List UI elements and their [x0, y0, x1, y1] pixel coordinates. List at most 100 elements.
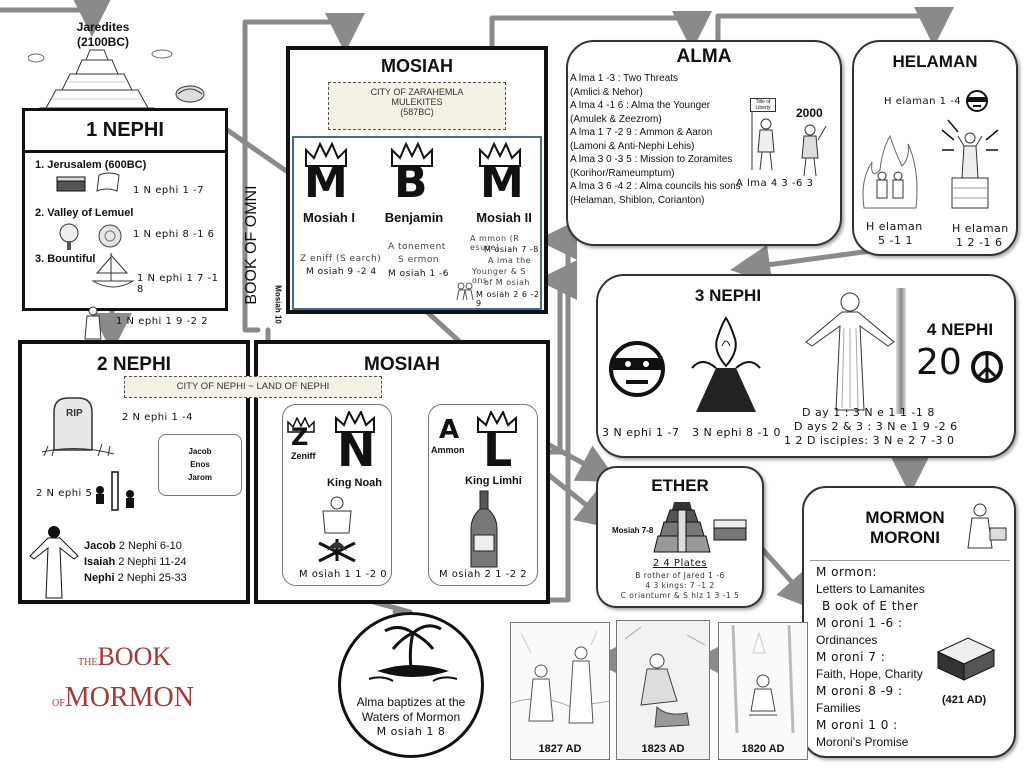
jaredites-title: Jaredites: [58, 20, 148, 34]
mormon-line-5: Ordinances: [816, 632, 925, 649]
waters-line-1: Alma baptizes at the: [341, 695, 481, 709]
scene-1823-date: 1823 AD: [617, 743, 709, 755]
nephi-figure-icon: [82, 306, 104, 340]
cumorah-plates-icon: [617, 621, 710, 733]
helaman-title: HELAMAN: [854, 52, 1016, 72]
mormon-line-11: Moroni’s Promise: [816, 734, 925, 751]
nephi1-item-3-ref: 1 N ephi 1 7 -1 8: [137, 273, 225, 295]
limhi-letter: L: [483, 427, 512, 473]
mormon-line-10: M oroni 1 0 :: [816, 717, 925, 734]
scene-1823: 1823 AD: [616, 620, 710, 760]
alma-line-2: (Amlici & Nehor): [570, 86, 750, 100]
king-2-name: Benjamin: [374, 210, 454, 225]
wine-bottle-icon: [469, 489, 499, 569]
helaman-left-ref-1: H elaman: [866, 220, 923, 233]
nephi2-list-ref-3: 2 Nephi 25-33: [118, 572, 187, 584]
nephi2-list-name-2: Isaiah: [84, 556, 115, 568]
alma-line-10: (Helaman, Shiblon, Corianton): [570, 194, 750, 208]
king-3-note-5: of M osiah: [484, 278, 530, 287]
zarahemla-line-2: MULEKITES: [329, 97, 505, 107]
mormon-title-1: MORMON: [850, 508, 960, 528]
stripling-warrior-icon: [792, 122, 828, 178]
mormon-divider: [810, 560, 1010, 561]
helaman-right-ref-1: H elaman: [952, 222, 1009, 235]
nephi1-item-2-label: 2. Valley of Lemuel: [35, 207, 133, 219]
volcano-destruction-icon: [688, 316, 764, 416]
moroni-delivering-plates-icon: [511, 623, 610, 735]
stripling-number: 2000: [796, 106, 823, 120]
robber-mask-icon: [608, 340, 666, 398]
logo-line-1: THEBOOK: [78, 642, 171, 672]
light-pillar: [896, 288, 906, 414]
ether-title: ETHER: [598, 476, 762, 496]
ammon-letter: A: [439, 417, 459, 443]
jesus-ref-1: D ay 1 : 3 N e 1 1 -1 8: [802, 406, 935, 419]
nephi2-list-name-1: Jacob: [84, 540, 116, 552]
king-1-note-1: Z eniff (S earch): [300, 254, 381, 264]
omni-label: BOOK OF OMNI: [243, 155, 261, 335]
nephi3-title: 3 NEPHI: [658, 286, 798, 306]
moroni-soldier-icon: [746, 112, 786, 172]
nephi1-header: 1 NEPHI: [25, 111, 225, 153]
alma-list: A lma 1 -3 : Two Threats (Amlici & Nehor…: [570, 72, 750, 207]
jesus-christ-icon: [28, 524, 80, 600]
king-3-name: Mosiah II: [464, 210, 544, 225]
logo-line-2: OFMORMON: [52, 682, 194, 714]
ether-mosiah-label: Mosiah 7-8: [612, 526, 653, 535]
ether-line-3: C oriantumr & S hiz 1 3 -1 5: [598, 591, 762, 600]
helaman-top-ref: H elaman 1 -4: [884, 96, 961, 107]
nephi1-item-1-ref: 1 N ephi 1 -7: [133, 185, 204, 196]
grave-icon: [38, 394, 118, 458]
nephi4-title: 4 NEPHI: [910, 320, 1010, 340]
liahona-icon: [97, 223, 123, 249]
plates-icon: [55, 175, 89, 193]
mosiah-bottom-title: MOSIAH: [258, 354, 546, 376]
noah-letter: N: [337, 427, 376, 473]
mosiah-top-box: MOSIAH CITY OF ZARAHEMLA MULEKITES (587B…: [286, 46, 548, 314]
king-2-note-3: M osiah 1 -6: [388, 269, 449, 279]
mosiah10-label: Mosiah 10: [274, 275, 283, 335]
mormon-line-7: Faith, Hope, Charity: [816, 666, 925, 683]
limhi-label: King Limhi: [465, 475, 522, 487]
alma-line-9: A lma 3 6 -4 2 : Alma councils his sons: [570, 180, 750, 194]
mormon-list: M ormon: Letters to Lamanites B ook of E…: [816, 564, 925, 751]
alma-line-4: (Amulek & Zeezrom): [570, 113, 750, 127]
logo-mormon: MORMON: [65, 682, 194, 713]
waters-circle: Alma baptizes at the Waters of Mormon M …: [338, 612, 484, 758]
scene-1827-date: 1827 AD: [511, 743, 609, 755]
king-3-note-6: M osiah 2 6 -2 9: [476, 290, 540, 308]
waters-line-3: M osiah 1 8: [341, 725, 481, 738]
kings-panel: M Mosiah I Z eniff (S earch) M osiah 9 -…: [292, 136, 542, 310]
mormon-line-8: M oroni 8 -9 :: [816, 683, 925, 700]
moroni-burying-icon: [962, 498, 1010, 554]
nephi2-ref-1: 2 N ephi 1 -4: [122, 412, 193, 423]
helaman-right-ref-2: 1 2 -1 6: [956, 236, 1002, 249]
logo-of: OF: [52, 698, 65, 709]
helaman-box: HELAMAN H elaman 1 -4 H elaman 5 -1 1 H …: [852, 40, 1018, 256]
nephi1-item-1-label: 1. Jerusalem (600BC): [35, 159, 146, 171]
alma-box: ALMA A lma 1 -3 : Two Threats (Amlici & …: [566, 40, 842, 246]
nephi2-list-row-1: Jacob 2 Nephi 6-10: [84, 538, 187, 554]
ether-line-2: 4 3 kings: 7 -1 2: [598, 581, 762, 590]
scene-1820: 1820 AD: [718, 622, 808, 760]
king-1-letter: M: [304, 160, 348, 206]
ammon-label: Ammon: [431, 445, 465, 455]
grave-text: RIP: [66, 408, 83, 419]
nephi1-box: 1 NEPHI 1. Jerusalem (600BC) 1 N ephi 1 …: [22, 108, 228, 311]
zeniff-label: Zeniff: [291, 451, 316, 461]
noah-label: King Noah: [327, 477, 382, 489]
ether-box: ETHER Mosiah 7-8 2 4 Plates B rother of …: [596, 466, 764, 608]
nephi2-name-1: Jacob: [159, 445, 241, 458]
king-1-name: Mosiah I: [294, 210, 364, 225]
book-of-mormon-logo: THEBOOK OFMORMON: [52, 642, 232, 732]
jesus-ref-2: D ays 2 & 3 : 3 N e 1 9 -2 6: [794, 420, 958, 433]
zarahemla-scroll: CITY OF ZARAHEMLA MULEKITES (587BC): [328, 82, 506, 130]
mormon-line-9: Families: [816, 700, 925, 717]
king-3-letter: M: [480, 160, 524, 206]
land-of-nephi-scroll: CITY OF NEPHI ~ LAND OF NEPHI: [124, 376, 382, 398]
nephi2-list-name-3: Nephi: [84, 572, 115, 584]
king-1-note-2: M osiah 9 -2 4: [306, 267, 377, 277]
alma-line-3: A lma 4 -1 6 : Alma the Younger: [570, 99, 750, 113]
nephi2-ref-2: 2 N ephi 5: [36, 488, 92, 499]
title-of-liberty-sign: Title of Liberty: [750, 98, 776, 112]
